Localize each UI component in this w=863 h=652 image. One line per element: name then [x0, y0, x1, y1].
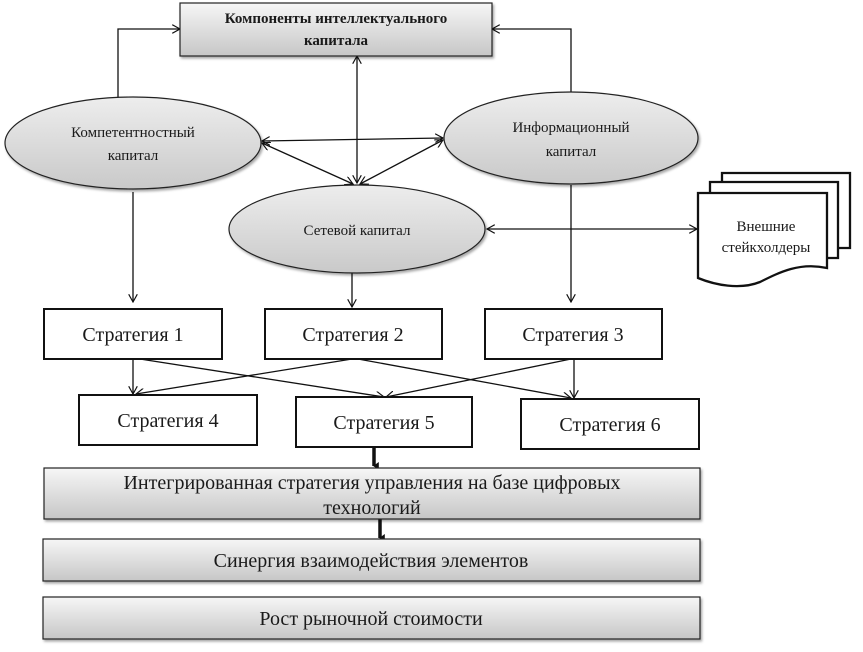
- information-line-2: капитал: [546, 144, 597, 160]
- strategy-4-box: Стратегия 4: [78, 394, 258, 446]
- network-capital-node: Сетевой капитал: [228, 184, 486, 274]
- title-line-2: капитала: [304, 33, 369, 49]
- information-capital-node: Информационный капитал: [443, 91, 699, 185]
- network-label: Сетевой капитал: [304, 223, 411, 239]
- competence-capital-node: Компетентностный капитал: [4, 96, 262, 190]
- stakeholders-line-2: стейкхолдеры: [722, 240, 811, 256]
- strategy-4-label: Стратегия 4: [117, 410, 218, 432]
- stakeholders-doc-front: [696, 191, 829, 288]
- strategy-3-label: Стратегия 3: [522, 324, 623, 346]
- information-line-1: Информационный: [512, 120, 629, 136]
- competence-line-2: капитал: [108, 148, 159, 164]
- strategy-1-label: Стратегия 1: [82, 324, 183, 346]
- arrow-competence-network: [262, 143, 353, 184]
- strategy-1-box: Стратегия 1: [43, 308, 223, 360]
- arrow-information-network: [360, 140, 443, 184]
- arrow-competence-information: [262, 138, 443, 141]
- stakeholders-node: Внешние стейкхолдеры: [696, 171, 852, 288]
- strategy-2-box: Стратегия 2: [264, 308, 443, 360]
- integrated-line-1: Интегрированная стратегия управления на …: [123, 472, 620, 494]
- connectors: [117, 29, 697, 398]
- arrow-information-to-title: [492, 29, 572, 95]
- integrated-strategy-box: Интегрированная стратегия управления на …: [43, 467, 701, 520]
- bold-connectors: [372, 447, 385, 542]
- arrow-s1-to-s5: [139, 358, 384, 397]
- stakeholders-line-1: Внешние: [737, 219, 796, 235]
- growth-label: Рост рыночной стоимости: [259, 608, 483, 630]
- strategy-6-box: Стратегия 6: [520, 398, 700, 450]
- strategy-5-label: Стратегия 5: [333, 412, 434, 434]
- title-box: Компоненты интеллектуального капитала: [179, 2, 493, 57]
- strategy-6-label: Стратегия 6: [559, 414, 660, 436]
- competence-line-1: Компетентностный: [71, 125, 195, 141]
- title-line-1: Компоненты интеллектуального: [225, 11, 447, 27]
- market-value-growth-box: Рост рыночной стоимости: [42, 596, 701, 640]
- synergy-box: Синергия взаимодействия элементов: [42, 538, 701, 582]
- strategy-3-box: Стратегия 3: [484, 308, 663, 360]
- synergy-label: Синергия взаимодействия элементов: [214, 550, 529, 572]
- integrated-line-2: технологий: [323, 497, 421, 519]
- arrow-s3-to-s5: [386, 358, 572, 397]
- strategy-2-label: Стратегия 2: [302, 324, 403, 346]
- strategy-5-box: Стратегия 5: [295, 396, 473, 448]
- arrow-s2-to-s6: [357, 358, 571, 398]
- arrow-competence-to-title: [117, 29, 180, 98]
- strategy-boxes: Стратегия 1 Стратегия 2 Стратегия 3 Стра…: [43, 308, 700, 450]
- arrow-s2-to-s4: [136, 358, 353, 394]
